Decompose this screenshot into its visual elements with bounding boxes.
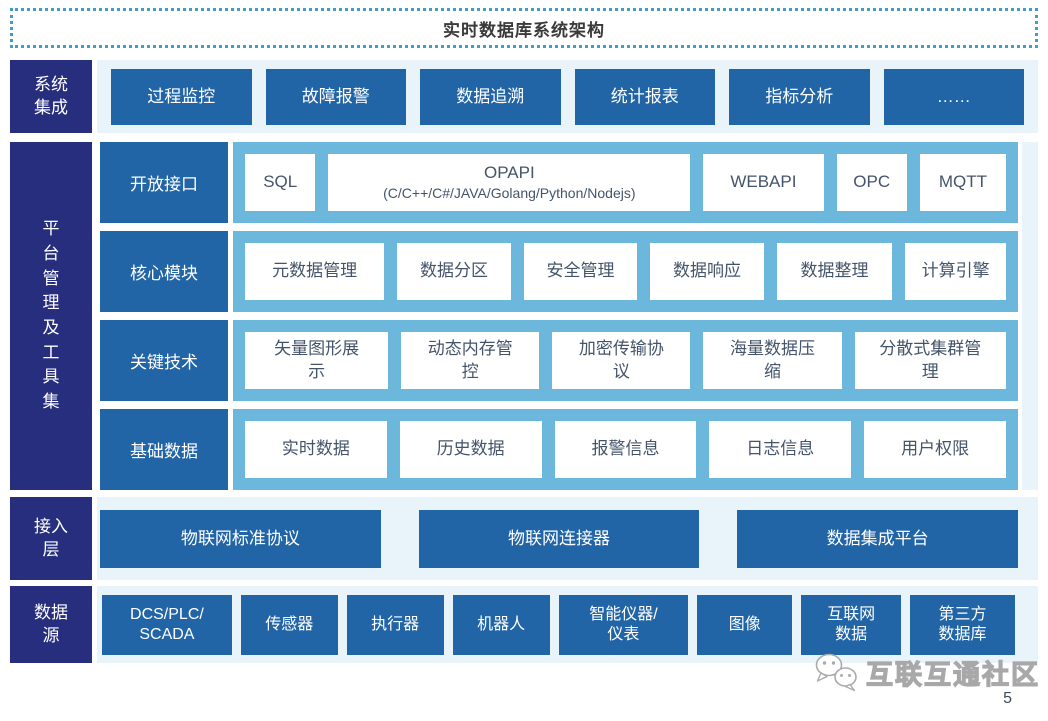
block-indicator-analysis: 指标分析 [729,68,870,125]
label-platform-text: 平台管理及工具集 [42,219,60,411]
block-sensor: 传感器 [240,594,338,655]
diagram-content: 实时数据库系统架构 系统 集成 过程监控 故障报警 数据追溯 统计报表 指标分析… [10,8,1038,663]
subrow-key-technologies: 关键技术 矢量图形展 示 动态内存管 控 加密传输协 议 海量数据压 缩 [97,320,1038,401]
category-open-interfaces: 开放接口 [100,142,228,223]
diagram-title-box: 实时数据库系统架构 [10,8,1038,48]
block-more-ellipsis: …… [883,68,1024,125]
box-data-response: 数据响应 [650,243,764,300]
band-system-integration: 系统 集成 过程监控 故障报警 数据追溯 统计报表 指标分析 …… [10,60,1038,133]
subrow-open-interfaces: 开放接口 SQL OPAPI (C/C++/C#/JAVA/Golang/Pyt… [97,142,1038,223]
block-process-monitoring: 过程监控 [111,68,252,125]
box-data-organizing: 数据整理 [776,243,893,300]
wechat-icon [815,653,857,692]
category-basic-data: 基础数据 [100,409,228,490]
box-dynamic-memory-control-text: 动态内存管 控 [427,339,513,381]
box-vector-graphics-display: 矢量图形展 示 [245,332,389,389]
label-access-layer: 接入 层 [10,497,92,580]
box-encrypted-transmission-protocol: 加密传输协 议 [552,332,691,389]
box-webapi: WEBAPI [703,154,824,211]
right-pale-strip [1022,142,1038,490]
box-alarm-info: 报警信息 [554,421,697,478]
block-data-tracing: 数据追溯 [420,68,561,125]
box-compute-engine-text: 计算引擎 [921,261,990,281]
label-system-integration-text: 系统 集成 [34,74,68,117]
box-security-management-text: 安全管理 [546,261,615,281]
box-user-permissions-text: 用户权限 [901,439,970,459]
box-massive-data-compression: 海量数据压 缩 [703,332,842,389]
label-access-layer-text: 接入 层 [34,516,68,559]
label-data-source: 数据 源 [10,586,92,663]
box-log-info: 日志信息 [709,421,852,478]
band-platform: 平台管理及工具集 开放接口 SQL OPAPI (C/C++/C#/JAVA/G… [10,142,1038,490]
box-opapi: OPAPI (C/C++/C#/JAVA/Golang/Python/Nodej… [328,154,691,211]
box-opapi-subtext: (C/C++/C#/JAVA/Golang/Python/Nodejs) [383,185,636,202]
category-key-technologies: 关键技术 [100,320,228,401]
open-interfaces-boxes: SQL OPAPI (C/C++/C#/JAVA/Golang/Python/N… [233,142,1018,223]
platform-rows: 开放接口 SQL OPAPI (C/C++/C#/JAVA/Golang/Pyt… [97,142,1038,490]
block-image: 图像 [697,594,793,655]
box-metadata-management-text: 元数据管理 [272,261,358,281]
subrow-core-modules: 核心模块 元数据管理 数据分区 安全管理 数据响应 [97,231,1038,312]
box-opc: OPC [836,154,907,211]
box-data-organizing-text: 数据整理 [800,261,869,281]
box-encrypted-transmission-protocol-text: 加密传输协 议 [578,339,664,381]
box-sql: SQL [245,154,316,211]
box-metadata-management: 元数据管理 [245,243,385,300]
box-data-response-text: 数据响应 [672,261,741,281]
block-statistical-report: 统计报表 [574,68,715,125]
data-source-items: DCS/PLC/ SCADA 传感器 执行器 机器人 智能仪器/ 仪表 图像 互… [97,586,1038,663]
subrow-basic-data: 基础数据 实时数据 历史数据 报警信息 日志信息 [97,409,1038,490]
box-history-data: 历史数据 [399,421,542,478]
box-history-data-text: 历史数据 [436,439,505,459]
box-data-partition: 数据分区 [397,243,511,300]
box-realtime-data-text: 实时数据 [281,439,350,459]
box-mqtt-text: MQTT [938,172,988,192]
box-dynamic-memory-control: 动态内存管 控 [401,332,540,389]
label-data-source-text: 数据 源 [34,602,68,645]
box-vector-graphics-display-text: 矢量图形展 示 [274,339,360,381]
label-platform: 平台管理及工具集 [10,142,92,490]
block-dcs-plc-scada: DCS/PLC/ SCADA [102,594,232,655]
block-iot-standard-protocol: 物联网标准协议 [100,509,381,568]
box-log-info-text: 日志信息 [746,439,815,459]
page-number: 5 [1003,690,1012,707]
block-fault-alarm: 故障报警 [265,68,406,125]
category-core-modules: 核心模块 [100,231,228,312]
watermark-text: 互联互通社区 [865,659,1040,690]
box-user-permissions: 用户权限 [864,421,1006,478]
box-opapi-text: OPAPI [483,163,535,183]
box-realtime-data: 实时数据 [245,421,387,478]
box-distributed-cluster-management-text: 分散式集群管 理 [879,339,982,381]
key-technologies-boxes: 矢量图形展 示 动态内存管 控 加密传输协 议 海量数据压 缩 分散式集群管 理 [233,320,1018,401]
system-integration-items: 过程监控 故障报警 数据追溯 统计报表 指标分析 …… [97,60,1038,133]
box-data-partition-text: 数据分区 [419,261,488,281]
block-robot: 机器人 [452,594,550,655]
block-third-party-database: 第三方 数据库 [910,594,1015,655]
band-data-source: 数据 源 DCS/PLC/ SCADA 传感器 执行器 机器人 智能仪器/ 仪表… [10,586,1038,663]
box-compute-engine: 计算引擎 [905,243,1006,300]
band-access-layer: 接入 层 物联网标准协议 物联网连接器 数据集成平台 [10,497,1038,580]
box-distributed-cluster-management: 分散式集群管 理 [854,332,1006,389]
box-massive-data-compression-text: 海量数据压 缩 [730,339,815,381]
box-security-management: 安全管理 [523,243,638,300]
box-sql-text: SQL [263,172,298,192]
label-system-integration: 系统 集成 [10,60,92,133]
watermark: 互联互通社区 [814,652,1040,692]
block-iot-connector: 物联网连接器 [418,509,700,568]
box-opc-text: OPC [853,172,891,192]
box-mqtt: MQTT [919,154,1006,211]
block-actuator: 执行器 [346,594,444,655]
block-data-integration-platform: 数据集成平台 [737,509,1019,568]
access-layer-items: 物联网标准协议 物联网连接器 数据集成平台 [97,497,1038,580]
block-internet-data: 互联网 数据 [801,594,902,655]
diagram-title: 实时数据库系统架构 [443,20,605,40]
box-webapi-text: WEBAPI [730,172,797,192]
block-smart-instrument: 智能仪器/ 仪表 [558,594,689,655]
basic-data-boxes: 实时数据 历史数据 报警信息 日志信息 用户权限 [233,409,1018,490]
core-modules-boxes: 元数据管理 数据分区 安全管理 数据响应 数据整理 [233,231,1018,312]
box-alarm-info-text: 报警信息 [591,439,660,459]
